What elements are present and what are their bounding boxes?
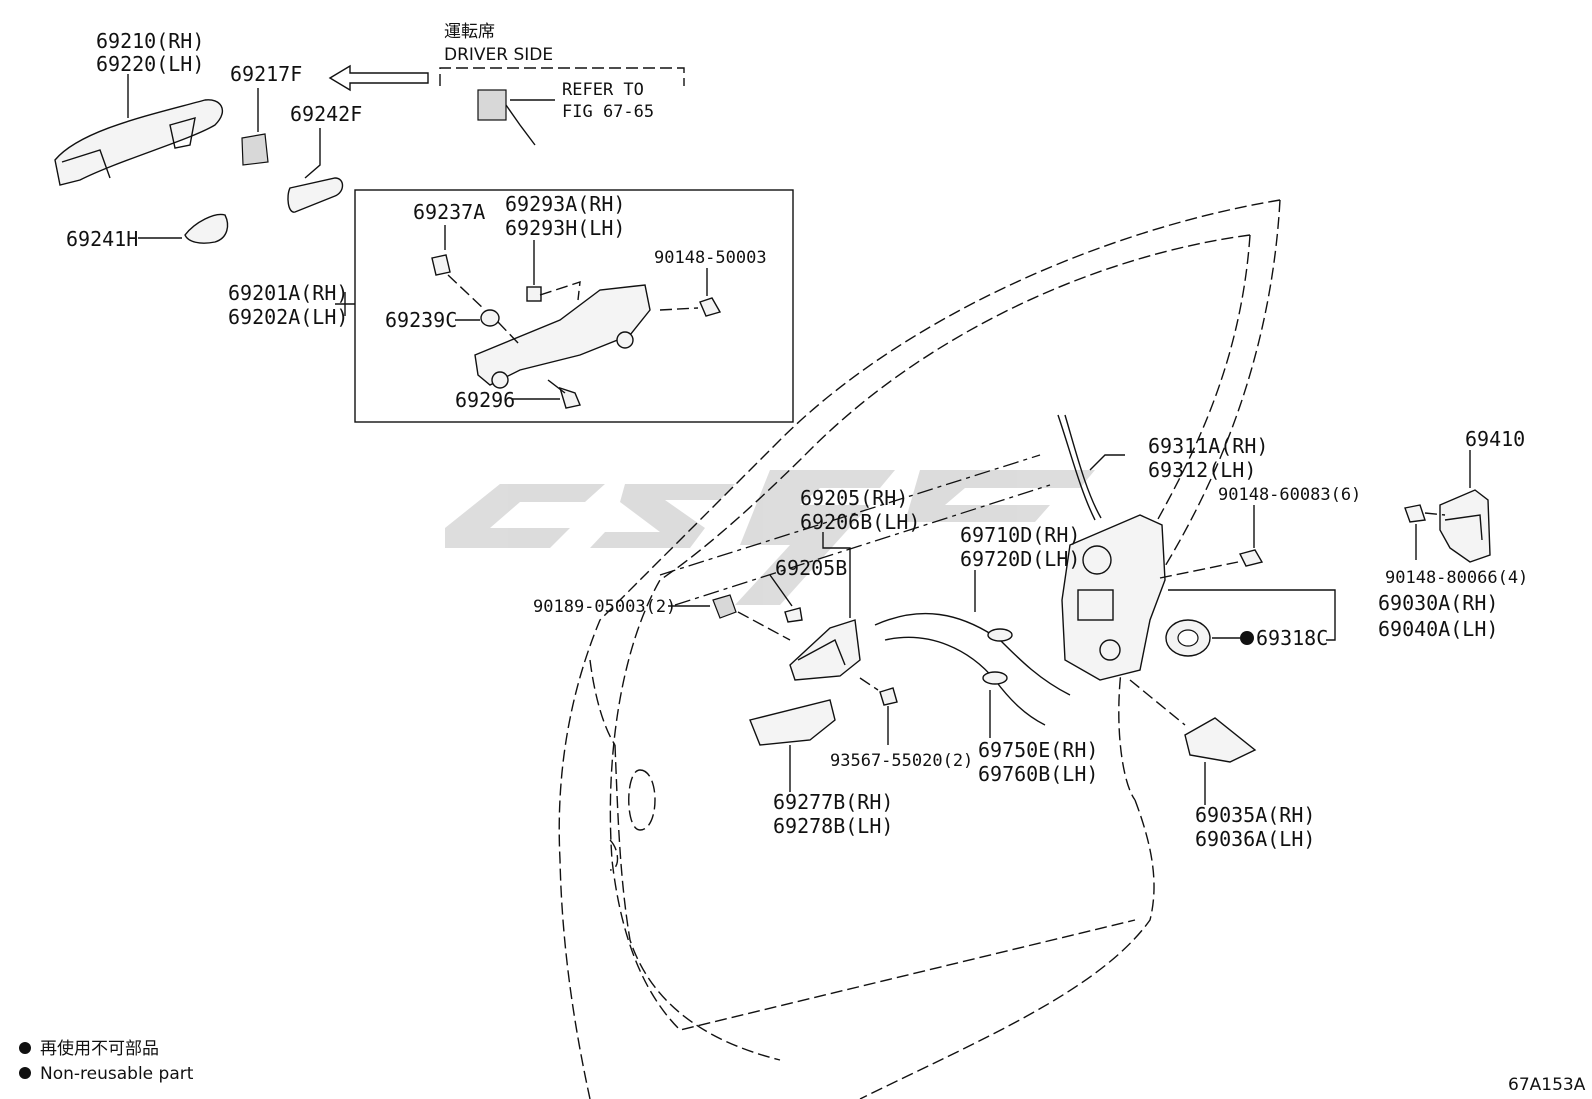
screw-69205b-part: [784, 607, 803, 623]
dash-93567: [859, 677, 879, 691]
label-69750e: 69750E(RH): [978, 738, 1098, 762]
clip-90189-part: [712, 594, 737, 619]
handle-gasket-part: [184, 213, 229, 244]
seal-69237a-part: [431, 254, 451, 276]
label-69205b: 69205B: [775, 556, 847, 580]
figure-code: 67A153A: [1508, 1075, 1586, 1095]
door-lock-assembly-part: [1061, 514, 1166, 681]
screw-93567-part: [879, 687, 898, 706]
label-69311a: 69311A(RH): [1148, 434, 1268, 458]
screw-90148-80066-part: [1404, 504, 1426, 523]
dash-90148-50003: [659, 307, 699, 311]
label-69210: 69210(RH): [96, 29, 204, 53]
dash-90189: [737, 611, 791, 641]
label-69040a: 69040A(LH): [1378, 617, 1498, 641]
label-90148-60083: 90148-60083(6): [1218, 485, 1361, 505]
dash-90148-80066: [1424, 512, 1446, 516]
bolt-90148-60083-part: [1238, 549, 1264, 567]
dash-69293: [539, 280, 581, 301]
label-90189: 90189-05003(2): [533, 597, 676, 617]
driver-side-bracket: [439, 67, 685, 86]
handle-frame-part: [474, 284, 651, 389]
inset-frame: [354, 189, 794, 423]
label-90148-50003: 90148-50003: [654, 248, 767, 268]
label-69278b: 69278B(LH): [773, 814, 893, 838]
legend-en: Non-reusable part: [40, 1064, 194, 1084]
label-refer-1: REFER TO: [562, 80, 644, 100]
label-69277b: 69277B(RH): [773, 790, 893, 814]
label-69293h: 69293H(LH): [505, 216, 625, 240]
lock-rod-part: [1057, 414, 1102, 521]
handle-pad-part: [287, 177, 344, 213]
label-69410: 69410: [1465, 427, 1525, 451]
label-90148-80066: 90148-80066(4): [1385, 568, 1528, 588]
legend-dot-icon-en: [19, 1067, 31, 1079]
bracket-69201a: [335, 292, 355, 316]
seal-69239c-part: [480, 309, 500, 327]
label-69217f: 69217F: [230, 62, 302, 86]
clip-69293-part: [526, 286, 542, 302]
arrow-left-icon: [328, 64, 429, 92]
label-69030a: 69030A(RH): [1378, 591, 1498, 615]
non-reusable-dot-icon: [1240, 631, 1254, 645]
striker-69410-part: [1439, 489, 1491, 563]
bracket-69030a: [1168, 589, 1336, 641]
label-driver-side: DRIVER SIDE: [444, 45, 553, 65]
label-69241h: 69241H: [66, 227, 138, 251]
label-69220: 69220(LH): [96, 52, 204, 76]
label-69242f: 69242F: [290, 102, 362, 126]
bolt-90148-50003-part: [699, 297, 722, 317]
handle-cover-part: [749, 699, 836, 746]
label-69239c: 69239C: [385, 308, 457, 332]
label-69201a: 69201A(RH): [228, 281, 348, 305]
dash-90148-60083: [1159, 561, 1239, 579]
legend-dot-icon-jp: [19, 1042, 31, 1054]
label-69318c: 69318C: [1256, 626, 1328, 650]
label-69202a: 69202A(LH): [228, 305, 348, 329]
label-69296: 69296: [455, 388, 515, 412]
screw-69296-part: [547, 379, 581, 409]
key-cylinder-part: [477, 89, 536, 146]
cable-69710d-part: [874, 612, 1071, 696]
label-69720d: 69720D(LH): [960, 547, 1080, 571]
key-cylinder-cover-part: [241, 133, 269, 166]
label-unten: 運転席: [444, 22, 495, 42]
legend-jp: 再使用不可部品: [40, 1038, 159, 1059]
label-69206b: 69206B(LH): [800, 510, 920, 534]
label-69293a: 69293A(RH): [505, 192, 625, 216]
leader-69242f: [304, 128, 321, 179]
label-69312: 69312(LH): [1148, 458, 1256, 482]
dash-69237a: [447, 274, 486, 311]
leader-69205: [822, 532, 851, 618]
leader-69205b: [769, 574, 793, 607]
dash-69035a: [1129, 679, 1186, 726]
inside-handle-part: [789, 619, 861, 681]
cable-69750e-part: [884, 636, 1046, 726]
label-69205: 69205(RH): [800, 486, 908, 510]
label-refer-2: FIG 67-65: [562, 102, 654, 122]
label-93567: 93567-55020(2): [830, 751, 973, 771]
grommet-69318c-part: [1165, 619, 1211, 657]
leader-69311a: [1089, 454, 1125, 471]
outside-handle-part: [54, 99, 224, 186]
label-69760b: 69760B(LH): [978, 762, 1098, 786]
label-69035a: 69035A(RH): [1195, 803, 1315, 827]
dash-69239c: [497, 321, 521, 346]
lock-cover-part: [1184, 717, 1257, 763]
label-69710d: 69710D(RH): [960, 523, 1080, 547]
label-69036a: 69036A(LH): [1195, 827, 1315, 851]
label-69237a: 69237A: [413, 200, 485, 224]
